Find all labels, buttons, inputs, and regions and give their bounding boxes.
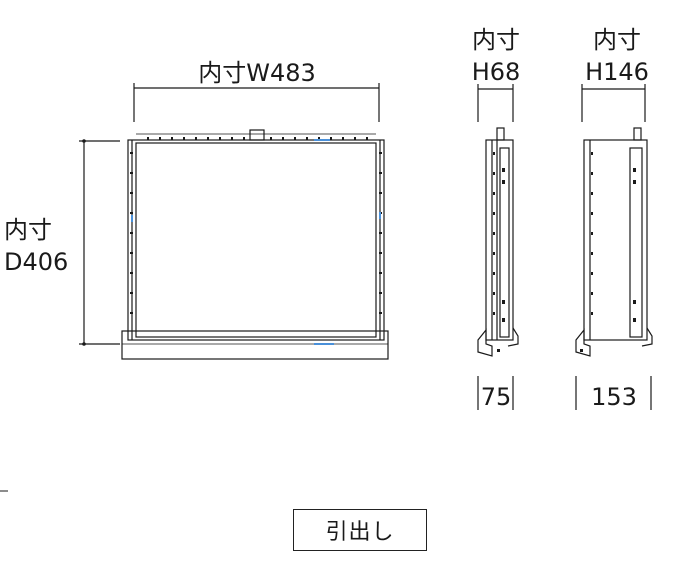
- top-view: [79, 83, 389, 360]
- width-label: 内寸W483: [198, 59, 316, 87]
- caption-box: 引出し: [293, 509, 427, 551]
- depth-label-line1: 内寸: [4, 216, 52, 244]
- top-view-holes: [130, 137, 382, 314]
- h146-label-line2: H146: [585, 58, 649, 86]
- accent-marks: [131, 139, 381, 345]
- h68-label-line2: H68: [472, 58, 521, 86]
- caption-text: 引出し: [325, 520, 395, 545]
- h68-label-line1: 内寸: [472, 26, 520, 54]
- depth-label-line2: D406: [4, 248, 68, 276]
- h146-label-line1: 内寸: [593, 26, 641, 54]
- side2-width-label: 153: [591, 383, 637, 411]
- side-view-h68: [477, 84, 519, 410]
- front-panel: [121, 330, 389, 360]
- drawer-frame: [127, 139, 385, 341]
- side1-width-label: 75: [481, 383, 512, 411]
- side-view-h146: [575, 84, 653, 410]
- side-view-h146-holes: [580, 152, 636, 352]
- drawer-tray: [135, 142, 377, 338]
- side-view-h68-holes: [493, 152, 505, 352]
- top-handle: [249, 129, 265, 141]
